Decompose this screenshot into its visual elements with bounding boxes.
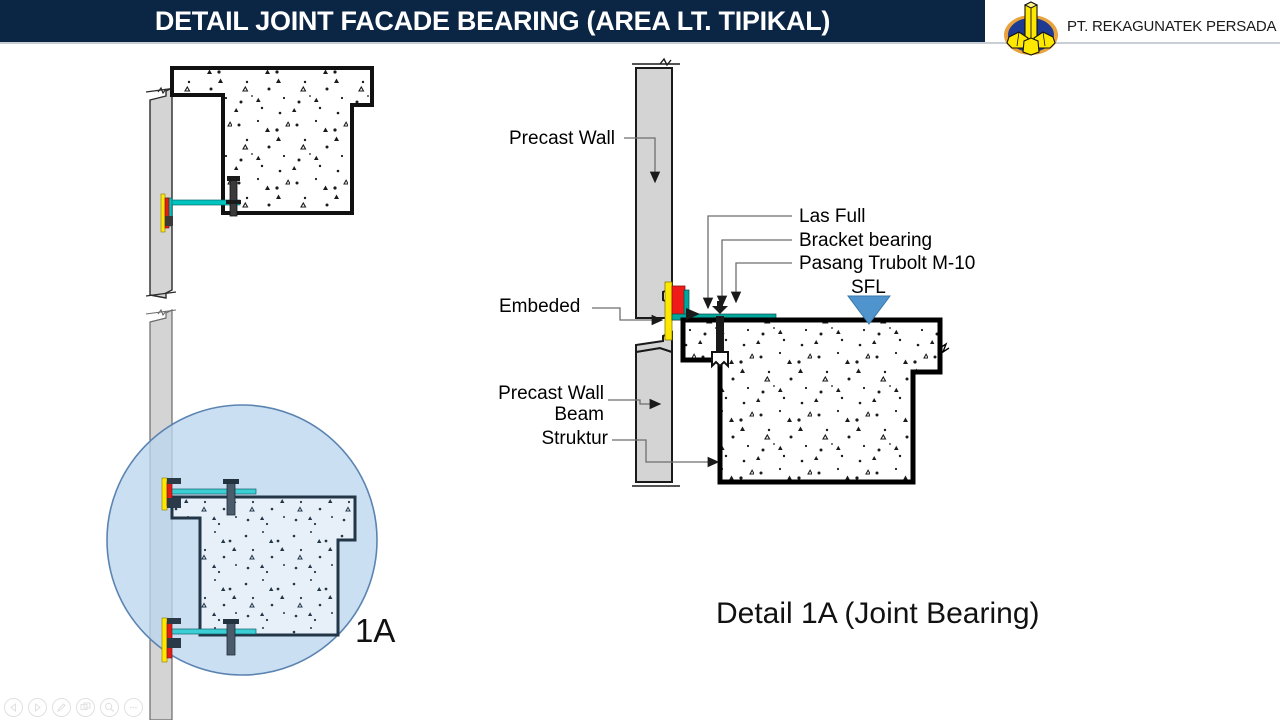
pen-icon (56, 702, 66, 712)
pen-tool-button[interactable] (52, 697, 71, 717)
slides-overview-button[interactable] (76, 697, 95, 717)
label-bracket-bearing: Bracket bearing (799, 230, 933, 251)
label-beam: Beam (554, 404, 604, 425)
bottom-left-detail (106, 308, 378, 720)
label-precast-wall-bottom: Precast Wall (498, 383, 604, 404)
more-options-button[interactable] (124, 697, 143, 717)
triangle-right-icon (35, 702, 41, 712)
company-logo: PT. REKAGUNATEK PERSADA (995, 1, 1280, 57)
company-name: PT. REKAGUNATEK PERSADA (1067, 18, 1277, 35)
label-sfl: SFL (851, 277, 886, 298)
page-title: DETAIL JOINT FACADE BEARING (AREA LT. TI… (154, 5, 831, 36)
detail-caption: Detail 1A (Joint Bearing) (716, 597, 1040, 630)
zoom-button[interactable] (100, 697, 119, 717)
triangle-left-icon (10, 702, 16, 712)
title-banner (0, 0, 985, 42)
presentation-toolbar[interactable] (4, 697, 143, 717)
label-las-full: Las Full (799, 206, 866, 227)
banner-divider (0, 42, 1280, 44)
slides-icon (80, 702, 91, 710)
previous-slide-button[interactable] (4, 697, 23, 717)
top-left-detail (145, 66, 374, 299)
ellipsis-icon (130, 706, 137, 708)
label-embeded: Embeded (499, 296, 581, 317)
next-slide-button[interactable] (28, 697, 47, 717)
logo-mark-icon (995, 1, 1067, 57)
magnifier-icon (105, 702, 115, 712)
label-struktur: Struktur (541, 428, 608, 449)
callout-tag-1a: 1A (355, 612, 396, 649)
label-precast-wall-top: Precast Wall (509, 128, 615, 149)
label-pasang-trubolt: Pasang Trubolt M-10 (799, 253, 976, 274)
